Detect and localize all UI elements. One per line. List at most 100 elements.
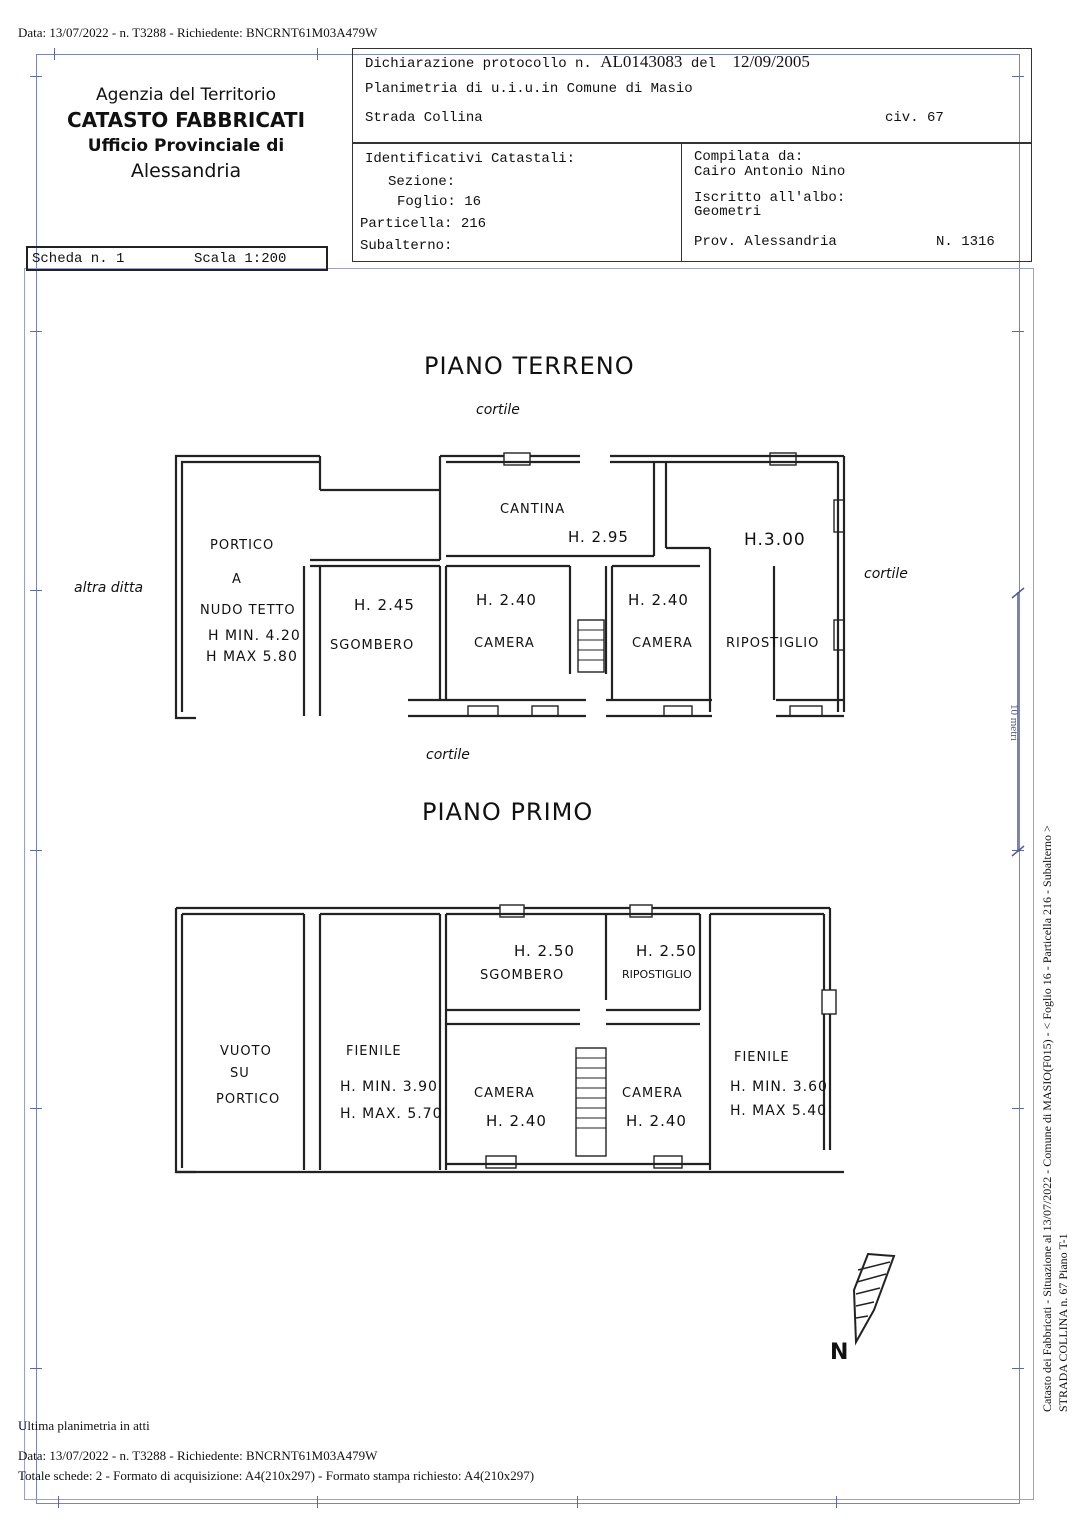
header-box: Dichiarazione protocollo n. AL0143083 de… — [352, 48, 1032, 143]
camera-p1-1-height: H. 2.40 — [486, 1112, 547, 1130]
cortile-label-right: cortile — [864, 566, 908, 582]
window — [499, 904, 525, 918]
wall — [180, 460, 320, 712]
side-situazione-text: Catasto dei Fabbricati - Situazione al 1… — [1040, 825, 1054, 1412]
frame-tick — [1012, 1108, 1024, 1109]
north-label: N — [830, 1340, 849, 1365]
planimetria-line: Planimetria di u.i.u.in Comune di Masio — [365, 81, 693, 97]
camera-p1-2-height: H. 2.40 — [626, 1112, 687, 1130]
frame-tick — [317, 1496, 318, 1508]
frame-tick — [30, 850, 42, 851]
wall — [174, 908, 196, 1174]
ultima-planimetria: Ultima planimetria in atti — [18, 1418, 150, 1433]
ufficio-label: Ufficio Provinciale di — [87, 136, 285, 156]
nudo-tetto-label: NUDO TETTO — [200, 603, 296, 618]
north-arrow-hatch — [855, 1301, 875, 1307]
ripostiglio-label: RIPOSTIGLIO — [726, 636, 820, 651]
top-request-line: Data: 13/07/2022 - n. T3288 - Richiedent… — [18, 25, 378, 40]
dichiarazione-line: Dichiarazione protocollo n. AL0143083 de… — [365, 52, 810, 72]
protocollo-number: AL0143083 — [600, 52, 683, 71]
frame-tick — [54, 48, 55, 60]
frame-tick — [1012, 331, 1024, 332]
camera-2-label: CAMERA — [632, 636, 693, 651]
camera-2-height: H. 2.40 — [628, 591, 689, 609]
north-arrow-shape — [852, 1252, 896, 1346]
window — [821, 989, 837, 1015]
agency-block: Agenzia del Territorio CATASTO FABBRICAT… — [60, 84, 312, 184]
frame-tick — [577, 1496, 578, 1508]
identificativi-box: Identificativi Catastali: Sezione: Fogli… — [352, 143, 682, 262]
cantina-height: H. 2.95 — [568, 528, 629, 546]
north-arrow-hatch — [855, 1315, 869, 1319]
vuoto-portico-label: PORTICO — [216, 1092, 281, 1107]
cortile-label-bottom: cortile — [426, 747, 470, 763]
window — [833, 619, 845, 651]
window — [663, 705, 693, 717]
drawing-frame — [24, 268, 1034, 1500]
portico-a-label: A — [232, 572, 242, 587]
camera-p1-2-label: CAMERA — [622, 1086, 683, 1101]
frame-tick — [317, 48, 318, 60]
fienile-1-hmax: H. MAX. 5.70 — [340, 1106, 443, 1122]
window — [629, 904, 653, 918]
staircase — [577, 619, 605, 673]
camera-1-height: H. 2.40 — [476, 591, 537, 609]
compilata-label: Compilata da: — [694, 149, 804, 165]
subalterno-label: Subalterno: — [360, 238, 453, 254]
sezione-label: Sezione: — [388, 174, 456, 190]
frame-tick — [1012, 76, 1024, 77]
scheda-box: Scheda n. 1 Scala 1:200 — [26, 246, 328, 271]
fienile-2-hmin: H. MIN. 3.60 — [730, 1079, 828, 1095]
window — [467, 705, 499, 717]
outer-frame — [36, 54, 1020, 1504]
fienile-2-label: FIENILE — [734, 1050, 790, 1065]
north-arrow-hatch — [855, 1287, 881, 1295]
strada-line: Strada Collina — [365, 110, 483, 126]
sgombero-p1-label: SGOMBERO — [480, 968, 565, 983]
wall — [174, 454, 320, 720]
frame-tick — [30, 1108, 42, 1109]
frame-tick — [30, 590, 42, 591]
portico-label: PORTICO — [210, 538, 275, 553]
north-arrow-hatch — [857, 1261, 891, 1271]
fienile-2-hmax: H. MAX 5.40 — [730, 1103, 828, 1119]
provincia-albo: Prov. Alessandria — [694, 234, 837, 250]
footer-request-line: Data: 13/07/2022 - n. T3288 - Richiedent… — [18, 1448, 378, 1463]
side-address-text: STRADA COLLINA n. 67 Piano T-1 — [1056, 1233, 1070, 1412]
portico-hmin: H MIN. 4.20 — [208, 628, 301, 644]
civico-label: civ. 67 — [885, 110, 944, 126]
ripostiglio-p1-label: RIPOSTIGLIO — [622, 968, 692, 981]
scale-bar-tick — [1011, 587, 1025, 599]
north-arrow-hatch — [856, 1273, 887, 1283]
albo-name: Geometri — [694, 204, 762, 220]
compilata-box: Compilata da: Cairo Antonio Nino Iscritt… — [681, 143, 1032, 262]
dichiarazione-label: Dichiarazione protocollo n. — [365, 56, 592, 72]
iscrizione-number: N. 1316 — [936, 234, 995, 250]
compilatore-name: Cairo Antonio Nino — [694, 164, 846, 180]
piano-primo-title: PIANO PRIMO — [422, 798, 594, 826]
del-label: del — [690, 56, 717, 72]
ripostiglio-p1-height: H. 2.50 — [636, 942, 697, 960]
footer-format-line: Totale schede: 2 - Formato di acquisizio… — [18, 1468, 535, 1483]
camera-1-label: CAMERA — [474, 636, 535, 651]
window — [833, 499, 845, 533]
window — [503, 452, 531, 466]
ripostiglio-height: H.3.00 — [744, 530, 806, 550]
scheda-label: Scheda n. 1 — [32, 251, 125, 267]
foglio-label: Foglio: 16 — [397, 194, 482, 210]
window — [531, 705, 559, 717]
cortile-label-top: cortile — [476, 402, 520, 418]
catasto-title: CATASTO FABBRICATI — [66, 108, 306, 132]
scale-bar-tick — [1011, 845, 1025, 857]
iscritto-label: Iscritto all'albo: — [694, 190, 846, 206]
su-label: SU — [230, 1066, 250, 1081]
frame-tick — [30, 1368, 42, 1369]
window — [769, 452, 797, 466]
provincia-name: Alessandria — [130, 160, 242, 182]
frame-tick — [1012, 1368, 1024, 1369]
frame-tick — [30, 331, 42, 332]
cantina-label: CANTINA — [500, 502, 566, 517]
scala-label: Scala 1:200 — [194, 251, 287, 267]
frame-tick — [30, 76, 42, 77]
